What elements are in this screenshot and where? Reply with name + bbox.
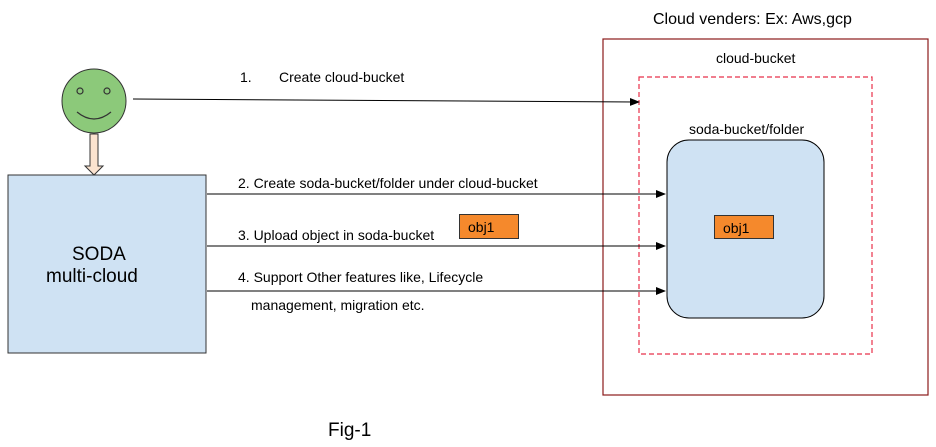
step1-number: 1.	[240, 69, 252, 85]
soda-bucket-label: soda-bucket/folder	[689, 121, 805, 137]
user-smiley-icon	[61, 68, 127, 134]
obj-tag-upload-label: obj1	[468, 219, 495, 235]
cloud-vendors-title: Cloud venders: Ex: Aws,gcp	[653, 11, 852, 28]
obj-tag-upload: obj1	[459, 214, 519, 239]
step4-label-line1: 4. Support Other features like, Lifecycl…	[238, 269, 484, 285]
cloud-bucket-box	[638, 76, 873, 355]
step3-label: 3. Upload object in soda-bucket	[238, 227, 435, 243]
cloud-vendor-box	[602, 38, 929, 396]
obj-tag-in-bucket-label: obj1	[723, 220, 750, 236]
cloud-bucket-label: cloud-bucket	[716, 50, 796, 66]
user-to-soda-arrow	[83, 133, 105, 176]
step1-arrow	[132, 97, 640, 106]
step2-label: 2. Create soda-bucket/folder under cloud…	[238, 175, 538, 191]
soda-multicloud-box	[7, 174, 207, 354]
step1-label: Create cloud-bucket	[279, 69, 405, 85]
soda-title-line1: SODA	[72, 244, 126, 265]
step4-label-line2: management, migration etc.	[251, 297, 425, 313]
soda-title-line2: multi-cloud	[46, 266, 138, 287]
obj-tag-in-bucket: obj1	[714, 215, 774, 239]
figure-caption: Fig-1	[328, 420, 372, 441]
